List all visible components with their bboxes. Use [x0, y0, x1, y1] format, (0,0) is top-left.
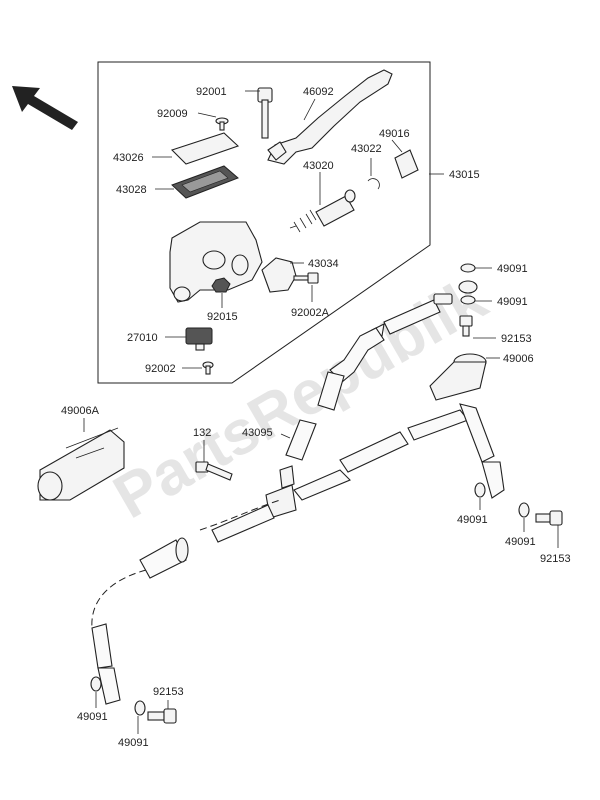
callout-27010: 27010 [127, 332, 158, 344]
callout-43034: 43034 [308, 258, 339, 270]
banjo-bolt-left [147, 708, 177, 724]
washer-4 [518, 502, 530, 518]
clamp-bolt [293, 272, 319, 284]
front-direction-arrow-icon [12, 86, 78, 130]
callout-92009: 92009 [157, 108, 188, 120]
callout-49016: 49016 [379, 128, 410, 140]
callout-43022: 43022 [351, 143, 382, 155]
callout-49091-right-b: 49091 [505, 536, 536, 548]
washer-6 [134, 700, 146, 716]
brake-hose-upper [285, 299, 441, 461]
washer-2 [460, 295, 476, 305]
callout-43020: 43020 [303, 160, 334, 172]
brake-lever [267, 69, 393, 165]
callout-43015: 43015 [449, 169, 480, 181]
connector-cover [37, 427, 125, 501]
assembly-outline-box [97, 61, 431, 384]
callout-92002: 92002 [145, 363, 176, 375]
cap-screw [215, 117, 229, 131]
callout-43095: 43095 [242, 427, 273, 439]
reservoir-diaphragm [171, 165, 239, 199]
piston-kit [289, 189, 356, 233]
callout-92153-left: 92153 [153, 686, 184, 698]
master-cylinder-body [169, 221, 263, 303]
callout-49091-upper-a: 49091 [497, 263, 528, 275]
callout-132: 132 [193, 427, 211, 439]
callout-49006A: 49006A [61, 405, 100, 417]
reservoir-cap [170, 132, 240, 165]
leader-lines [83, 90, 559, 734]
switch-screw [202, 361, 214, 375]
callout-92153-upper: 92153 [501, 333, 532, 345]
callout-92015: 92015 [207, 311, 238, 323]
callout-49091-upper-b: 49091 [497, 296, 528, 308]
callout-43026: 43026 [113, 152, 144, 164]
callout-46092: 46092 [303, 86, 334, 98]
callout-43028: 43028 [116, 184, 147, 196]
washer-3 [474, 482, 486, 498]
hose-connector [265, 465, 297, 519]
callout-49091-left-a: 49091 [77, 711, 108, 723]
circlip [367, 178, 380, 190]
banjo-bolt-right [535, 510, 563, 526]
callout-92002A: 92002A [291, 307, 330, 319]
callout-92153-right: 92153 [540, 553, 571, 565]
callout-49091-right-a: 49091 [457, 514, 488, 526]
brake-hose-left [91, 504, 275, 705]
brake-hose-right [293, 403, 505, 501]
dust-boot [394, 149, 419, 179]
washer-5 [90, 676, 102, 692]
connector-bolt [195, 461, 233, 481]
nut [211, 277, 231, 293]
callout-49006: 49006 [503, 353, 534, 365]
banjo-bolt-upper [459, 315, 473, 337]
pivot-bolt [257, 87, 273, 139]
callout-49091-left-b: 49091 [118, 737, 149, 749]
banjo-fitting-upper [433, 280, 478, 305]
brake-light-switch [185, 327, 213, 351]
elbow-cover [429, 353, 487, 401]
callout-92001: 92001 [196, 86, 227, 98]
washer-1 [460, 263, 476, 273]
